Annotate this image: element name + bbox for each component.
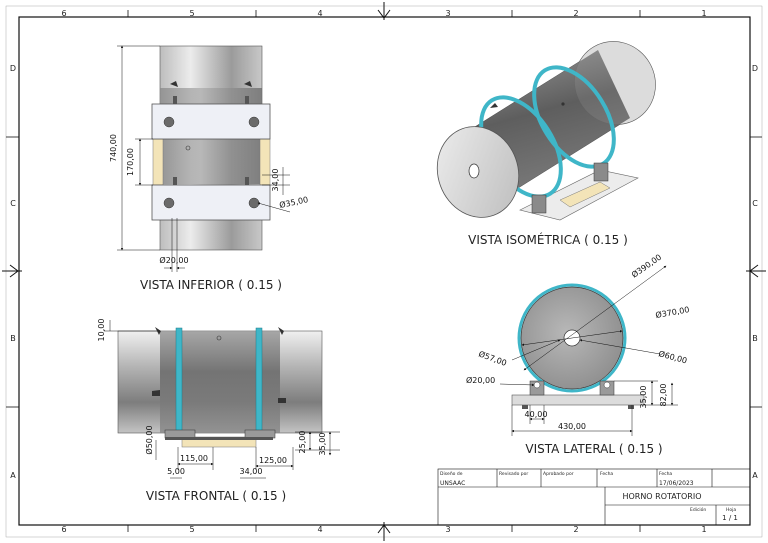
zone-col-5: 5 [189, 525, 194, 534]
tb-title: HORNO ROTATORIO [622, 492, 701, 501]
view-lateral-title: VISTA LATERAL ( 0.15 ) [525, 442, 662, 456]
tb-hoja-label: Hoja [726, 507, 736, 513]
dim-34-frontal: 34,00 [240, 467, 263, 476]
tb-fecha-label2: Fecha [659, 471, 672, 477]
zone-col-3: 3 [445, 525, 450, 534]
tb-fecha-value: 17/06/2023 [659, 480, 694, 487]
dim-d20-lateral: Ø20,00 [466, 375, 495, 385]
dim-d20: Ø20,00 [159, 255, 188, 265]
dim-115: 115,00 [180, 454, 208, 463]
zone-col-4: 4 [317, 9, 322, 18]
zone-col-5: 5 [189, 9, 194, 18]
tb-revisado-label: Revisado por [499, 471, 528, 477]
tb-disenado-value: UNSAAC [440, 480, 465, 487]
dim-40: 40,00 [525, 410, 548, 419]
dim-125: 125,00 [259, 456, 287, 465]
dim-25: 25,00 [298, 431, 307, 454]
tb-edicion-label: Edición [690, 506, 706, 513]
dim-740: 740,00 [109, 134, 118, 162]
tb-hoja-value: 1 / 1 [722, 514, 738, 522]
dim-5: 5,00 [167, 467, 185, 476]
zone-row-a: A [10, 471, 16, 480]
zone-row-c: C [752, 199, 758, 208]
view-frontal-title: VISTA FRONTAL ( 0.15 ) [146, 489, 286, 503]
zone-row-b: B [10, 334, 16, 343]
tb-disenado-label: Diseño de [440, 471, 463, 477]
zone-labels-bottom: 6 5 4 3 2 1 [61, 525, 706, 534]
zone-col-1: 1 [701, 525, 706, 534]
zone-row-d: D [10, 64, 16, 73]
title-block [437, 468, 751, 526]
zone-col-2: 2 [573, 9, 578, 18]
dim-35-frontal: 35,00 [318, 433, 327, 456]
zone-labels-top: 6 5 4 3 2 1 [61, 9, 706, 18]
zone-col-4: 4 [317, 525, 322, 534]
dim-430: 430,00 [558, 422, 586, 431]
view-frontal: 10,00 Ø50,00 115,00 125,00 5,00 34,00 25… [97, 319, 340, 503]
zone-labels-left: D C B A [10, 64, 16, 480]
title-block-text: Diseño de UNSAAC Revisado por Aprobado p… [440, 471, 738, 522]
view-isometrica: VISTA ISOMÉTRICA ( 0.15 ) [436, 41, 656, 247]
zone-col-2: 2 [573, 525, 578, 534]
zone-labels-right: D C B A [752, 64, 758, 480]
dim-d50: Ø50,00 [144, 425, 154, 454]
zone-col-1: 1 [701, 9, 706, 18]
zone-col-6: 6 [61, 525, 66, 534]
zone-col-3: 3 [445, 9, 450, 18]
zone-row-b: B [752, 334, 758, 343]
view-inferior: 740,00 170,00 34,00 Ø35,00 Ø20,00 VISTA … [109, 45, 309, 292]
dim-82: 82,00 [659, 384, 668, 407]
tb-fecha-label: Fecha [600, 471, 613, 477]
view-isometrica-title: VISTA ISOMÉTRICA ( 0.15 ) [468, 232, 628, 247]
view-inferior-title: VISTA INFERIOR ( 0.15 ) [140, 278, 282, 292]
zone-row-c: C [10, 199, 16, 208]
zone-col-6: 6 [61, 9, 66, 18]
dim-10: 10,00 [97, 319, 106, 342]
dim-34: 34,00 [271, 169, 280, 192]
tb-aprobado-label: Aprobado por [543, 471, 574, 477]
zone-row-d: D [752, 64, 758, 73]
dim-35-lateral: 35,00 [639, 386, 648, 409]
dim-170: 170,00 [126, 148, 135, 176]
zone-row-a: A [752, 471, 758, 480]
